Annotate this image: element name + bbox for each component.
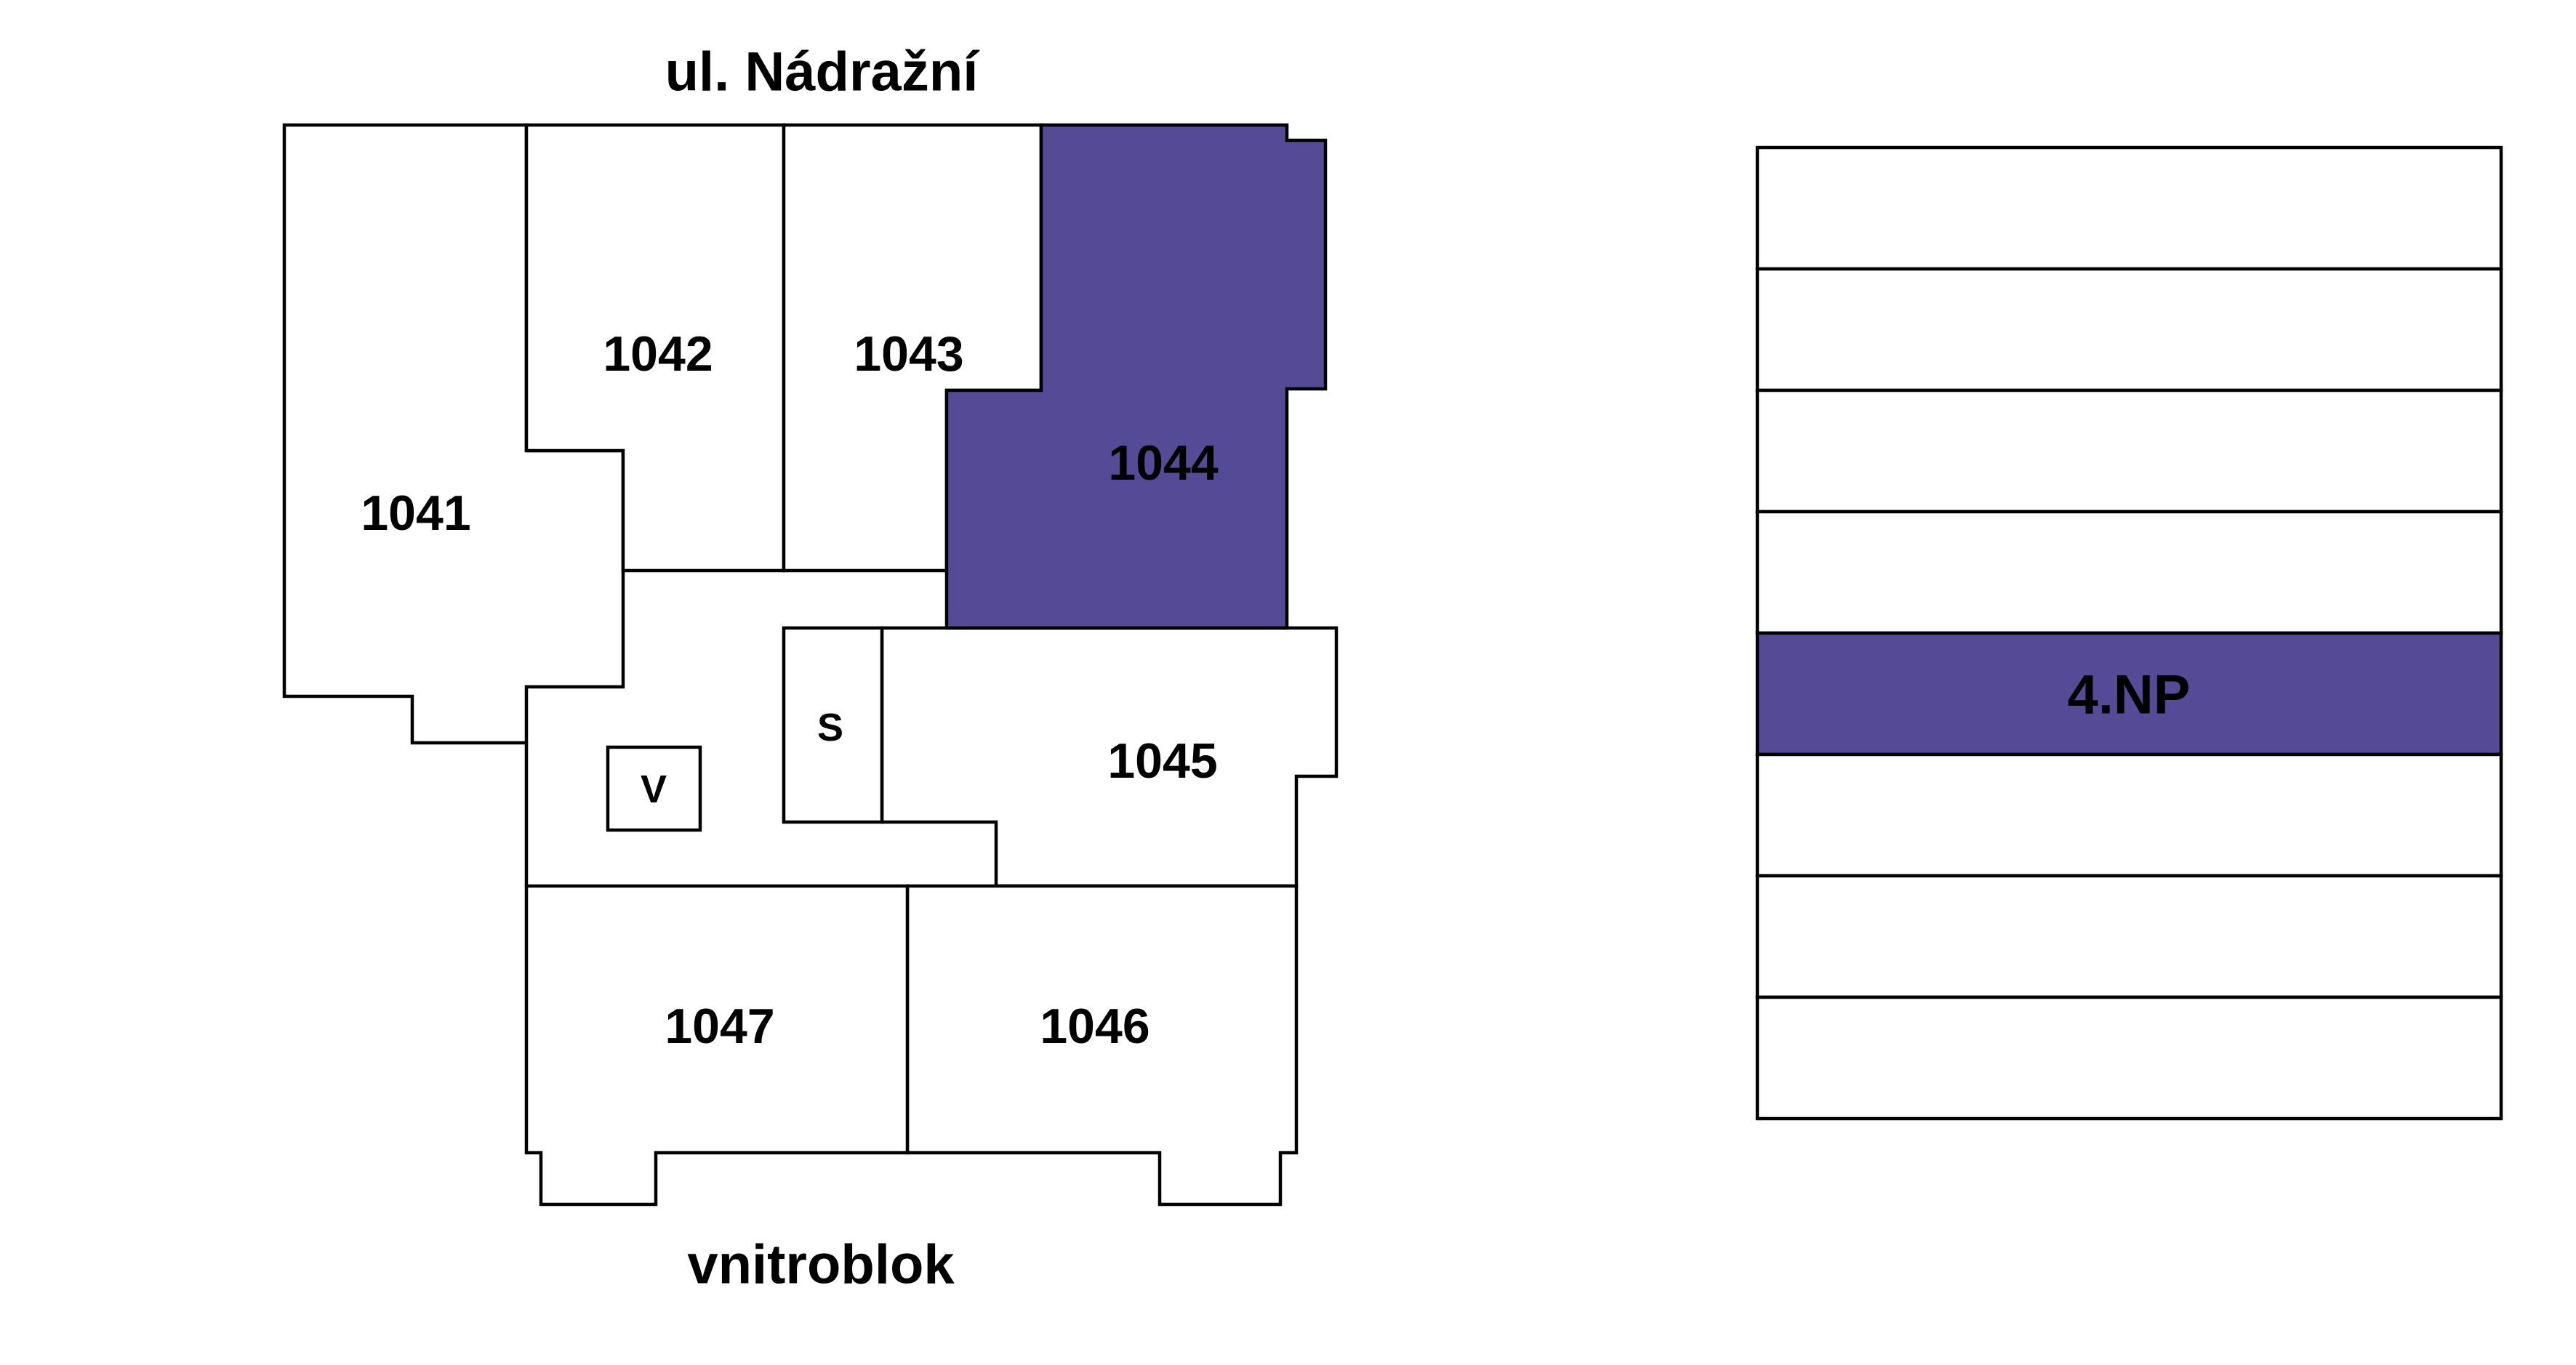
unit-1046-label: 1046 [1040,999,1149,1054]
floor-row-selected-4np[interactable] [1755,631,2503,757]
street-title: ul. Nádražní [665,41,981,103]
floor-row-4[interactable] [1755,510,2503,635]
floor-row-3[interactable] [1755,388,2503,514]
staircase-label: S [817,706,843,749]
unit-1044-region-selected[interactable] [944,123,1328,630]
floor-row-2[interactable] [1755,267,2503,392]
courtyard-title: vnitroblok [687,1234,955,1296]
floor-plan: 1041 1042 1043 1044 1045 1046 1047 V S [282,123,1339,1207]
floor-row-6[interactable] [1755,752,2503,878]
unit-1046-region[interactable] [905,884,1299,1207]
unit-1044-label: 1044 [1108,435,1218,491]
elevator-label: V [641,768,667,811]
unit-1042-label: 1042 [603,326,713,382]
floor-row-8[interactable] [1755,995,2503,1121]
floor-selector: 4.NP [1755,145,2503,1121]
unit-1047-region[interactable] [524,884,910,1207]
unit-1041-label: 1041 [361,486,470,541]
unit-1045-label: 1045 [1107,733,1217,789]
staircase-box [782,626,884,824]
elevator-box [606,745,702,832]
selected-floor-label: 4.NP [2068,664,2191,726]
floor-row-1[interactable] [1755,145,2503,271]
unit-1043-label: 1043 [854,326,963,382]
floor-row-7[interactable] [1755,874,2503,999]
unit-1047-label: 1047 [665,999,774,1054]
